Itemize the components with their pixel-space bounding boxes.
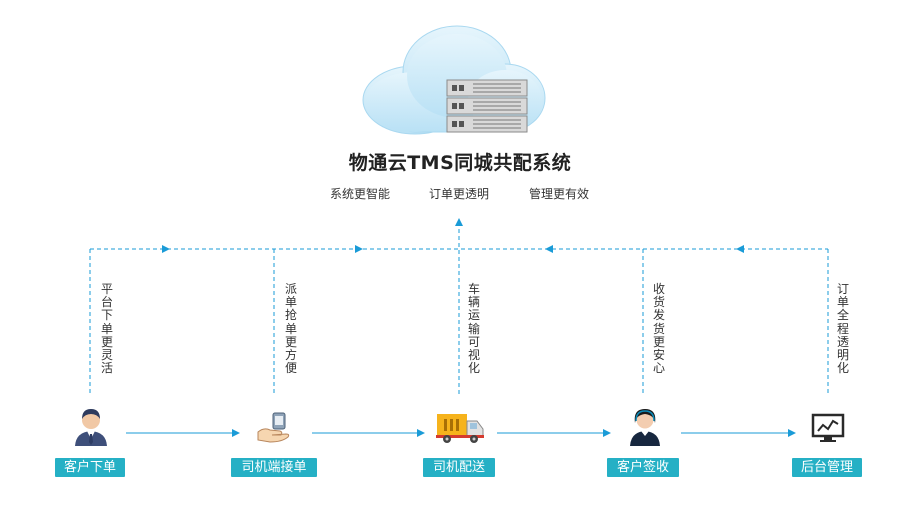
- system-title: 物通云TMS同城共配系统: [348, 152, 572, 174]
- feature-label-4: 收货发货更安心: [652, 282, 665, 376]
- flow-arrow-4: [788, 429, 796, 437]
- step-label-admin: 后台管理: [792, 458, 862, 477]
- step-label-order: 客户下单: [55, 458, 125, 477]
- flow-arrow-1: [232, 429, 240, 437]
- monitor-chart-icon: [811, 413, 845, 442]
- tag-effective: 管理更有效: [528, 187, 589, 201]
- cloud-server-icon: [362, 25, 546, 135]
- arrow-right-1: [162, 245, 170, 253]
- arrow-up: [455, 218, 463, 226]
- feature-label-3: 车辆运输可视化: [467, 282, 480, 376]
- arrow-left-2: [736, 245, 744, 253]
- tag-transparent: 订单更透明: [428, 187, 489, 201]
- tag-smart: 系统更智能: [329, 187, 390, 201]
- feature-label-1: 平台下单更灵活: [100, 282, 113, 376]
- flow-arrow-2: [417, 429, 425, 437]
- hand-phone-icon: [257, 412, 290, 443]
- flow-arrow-3: [603, 429, 611, 437]
- step-label-deliver: 司机配送: [423, 458, 495, 477]
- truck-icon: [436, 414, 484, 443]
- feature-label-2: 派单抢单更方便: [284, 282, 297, 376]
- arrow-left-1: [545, 245, 553, 253]
- arrow-right-2: [355, 245, 363, 253]
- service-agent-icon: [630, 409, 660, 446]
- customer-icon: [75, 409, 107, 446]
- feature-label-5: 订单全程透明化: [836, 282, 849, 376]
- step-label-accept: 司机端接单: [231, 458, 317, 477]
- step-label-sign: 客户签收: [607, 458, 679, 477]
